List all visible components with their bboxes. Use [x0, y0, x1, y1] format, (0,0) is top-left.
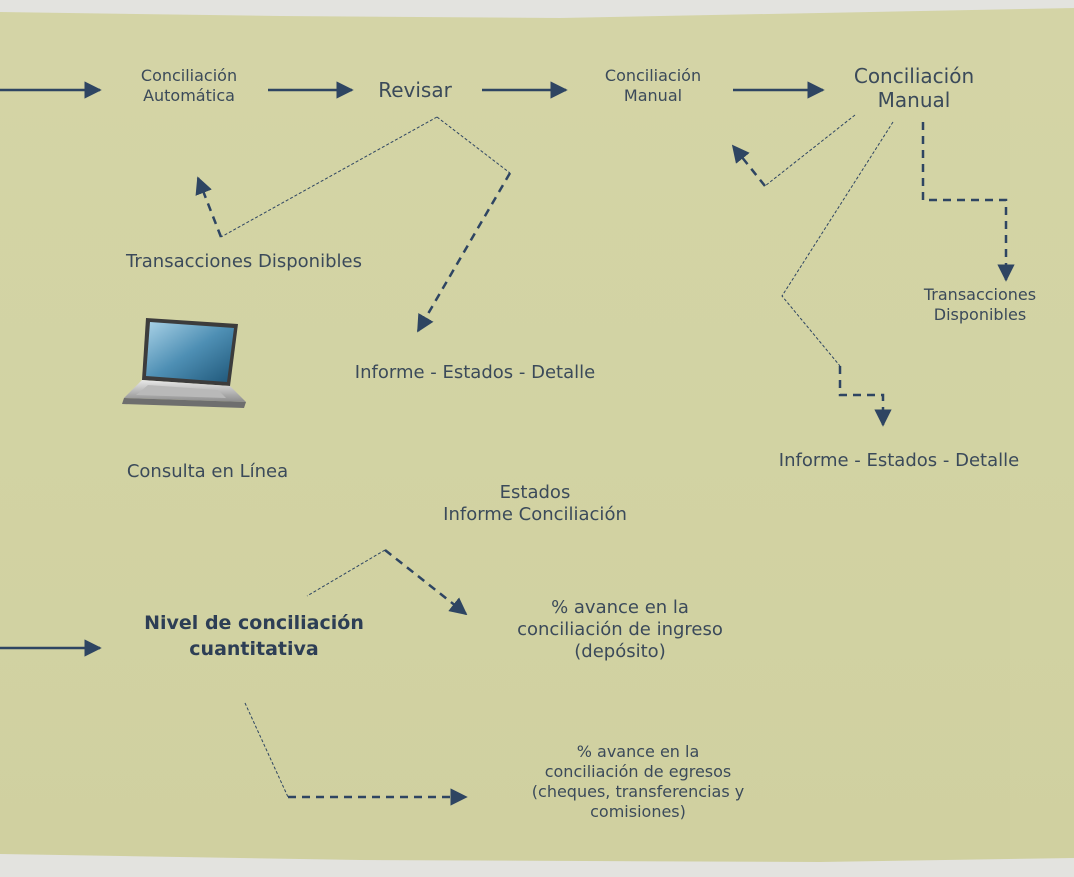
node-estados-informe-conciliacion: Estados Informe Conciliación — [443, 482, 627, 525]
dotted-estados-to-nivel — [306, 549, 386, 597]
dashed-to-informe-left — [416, 172, 512, 333]
node-nivel-conciliacion-cuantitativa: Nivel de conciliación cuantitativa — [144, 612, 364, 660]
dotted-nivel-down — [244, 702, 289, 798]
dotted-manual2-down — [781, 121, 894, 367]
node-informe-estados-detalle-left: Informe - Estados - Detalle — [354, 362, 596, 383]
node-avance-egresos: % avance en la conciliación de egresos (… — [531, 742, 745, 821]
node-conciliacion-manual-1: Conciliación Manual — [604, 66, 702, 105]
dotted-revisar-to-left — [220, 116, 438, 238]
dotted-revisar-to-right — [436, 116, 511, 174]
node-avance-ingreso: % avance en la conciliación de ingreso (… — [517, 597, 723, 662]
node-transacciones-disponibles-right: Transacciones Disponibles — [923, 285, 1037, 324]
node-revisar: Revisar — [378, 78, 452, 102]
dashed-to-avance-ingreso — [384, 549, 468, 616]
node-consulta-en-linea: Consulta en Línea — [126, 461, 289, 482]
dashed-to-transacciones-left — [195, 176, 223, 238]
dashed-manual2-back — [731, 144, 766, 187]
node-conciliacion-manual-2: Conciliación Manual — [853, 64, 975, 112]
node-transacciones-disponibles-left: Transacciones Disponibles — [126, 251, 362, 272]
laptop-icon — [122, 318, 246, 408]
node-informe-estados-detalle-right: Informe - Estados - Detalle — [778, 450, 1020, 471]
node-conciliacion-automatica: Conciliación Automática — [140, 66, 238, 105]
dashed-to-informe-right — [838, 366, 892, 427]
dotted-manual2-left — [764, 114, 856, 187]
dashed-to-transacciones-right — [921, 122, 1015, 282]
